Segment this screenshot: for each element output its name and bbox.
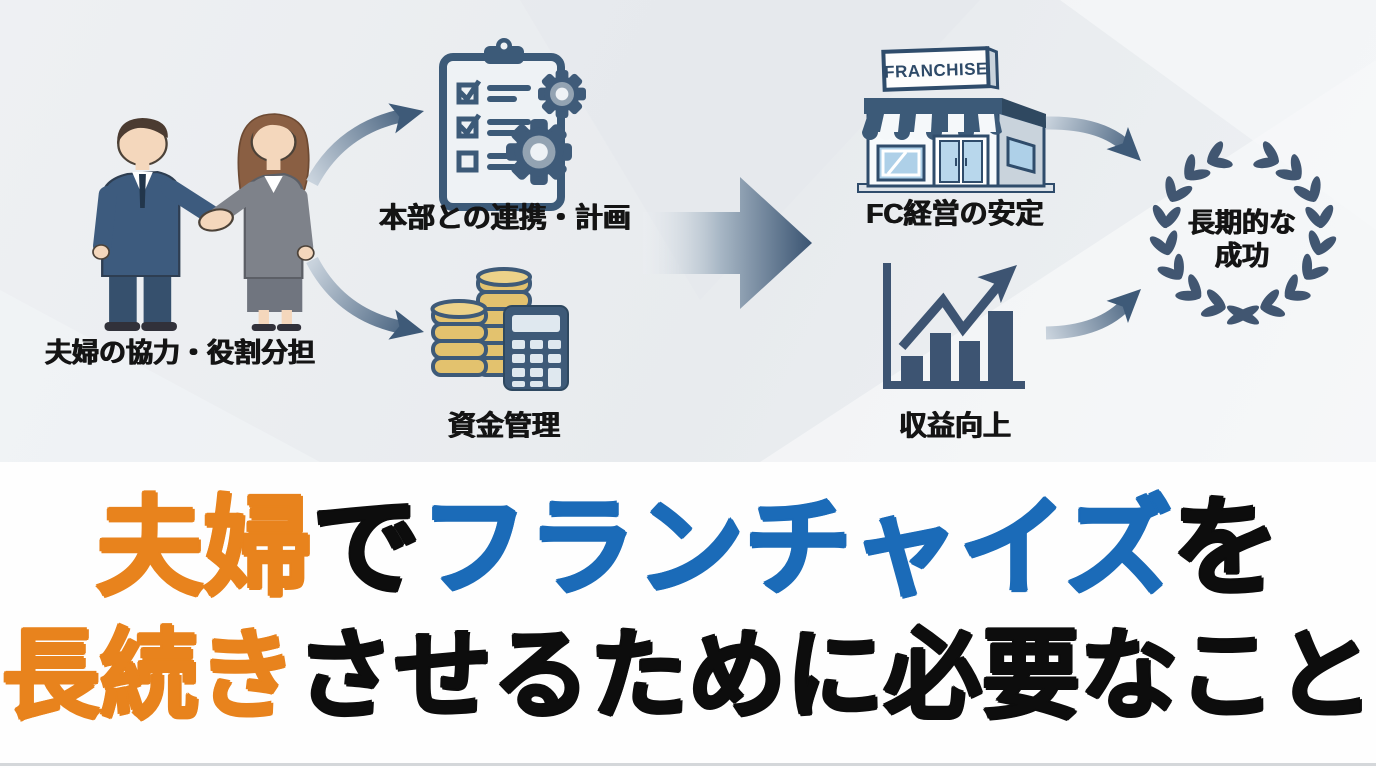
title-segment: フランチャイズ <box>420 487 1172 608</box>
funds-label: 資金管理 <box>447 410 561 441</box>
arrow-store-to-success <box>1045 116 1152 173</box>
title-segment: 長続き <box>1 620 296 730</box>
title-segment: を <box>1171 487 1280 608</box>
title-segment: で <box>312 487 421 608</box>
profit-label: 収益向上 <box>898 410 1012 441</box>
coins-calculator-icon <box>430 267 569 391</box>
bottom-edge-line <box>0 763 1376 766</box>
title-segment: 夫婦 <box>96 487 313 608</box>
arrow-to-plan <box>306 95 428 187</box>
laurel-wreath-icon <box>1145 136 1341 326</box>
success-label-line1: 長期的な <box>1188 208 1296 238</box>
title-line-1: 夫婦でフランチャイズを <box>0 480 1376 615</box>
stability-label: FC経営の安定 <box>866 198 1044 229</box>
handshake-illustration <box>92 113 315 331</box>
franchise-sign-text: FRANCHISE <box>884 59 988 82</box>
source-label: 夫婦の協力・役割分担 <box>45 338 315 368</box>
title-line-2: 長続きさせるために必要なこと <box>0 612 1376 739</box>
clipboard-gears-icon <box>439 38 586 211</box>
plan-label: 本部との連携・計画 <box>379 202 631 233</box>
success-label-line2: 成功 <box>1215 241 1269 271</box>
bar-chart-icon <box>883 251 1029 389</box>
arrow-chart-to-success <box>1045 277 1152 340</box>
title-segment: させるために必要なこと <box>296 620 1375 730</box>
flow-diagram: FRANCHISE <box>92 0 1341 391</box>
store-door <box>932 134 990 188</box>
calculator-icon <box>503 305 569 391</box>
store-window-left <box>876 144 926 182</box>
store-icon: FRANCHISE <box>857 45 1055 193</box>
large-gear-icon <box>506 119 572 185</box>
store-sign: FRANCHISE <box>881 45 1000 92</box>
store-awning <box>862 114 1002 140</box>
small-gear-icon <box>538 70 586 118</box>
arrow-to-funds <box>306 256 428 348</box>
title-background <box>0 462 1376 768</box>
big-flow-arrow <box>643 177 812 309</box>
store-window-side <box>1006 135 1036 174</box>
